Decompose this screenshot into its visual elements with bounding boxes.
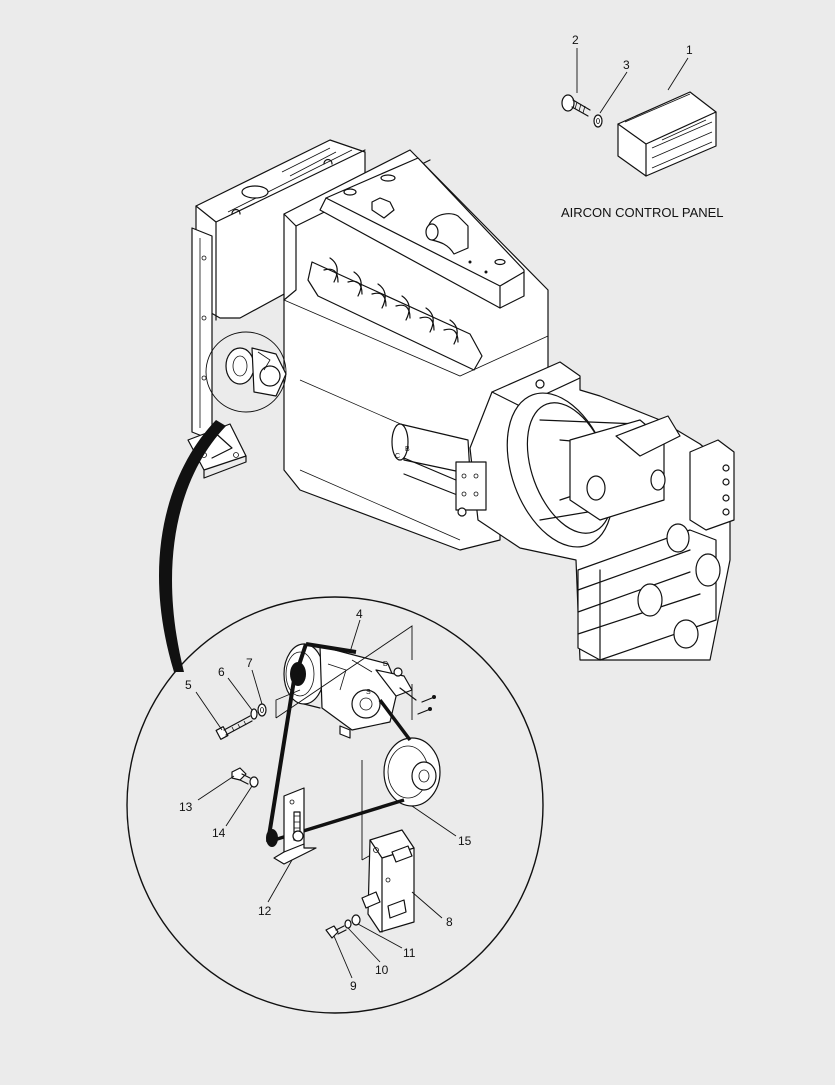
callout-2: 2	[572, 33, 579, 47]
washer-part-7	[257, 703, 267, 717]
terminal-b-label: B	[405, 446, 410, 453]
callout-5: 5	[185, 678, 192, 692]
callout-9: 9	[350, 979, 357, 993]
bolt-part-9	[325, 925, 347, 939]
callout-12: 12	[258, 904, 272, 918]
bolt-part-5	[215, 715, 253, 740]
bracket-part-12	[273, 787, 317, 865]
port-d-label: D	[383, 661, 388, 668]
callout-3: 3	[623, 58, 630, 72]
exhaust-manifold	[307, 257, 483, 371]
callout-14: 14	[212, 826, 226, 840]
detail-leader	[159, 420, 226, 672]
washer-part-6	[250, 708, 258, 720]
callout-7: 7	[246, 656, 253, 670]
port-s-label: S	[366, 689, 371, 696]
callout-15: 15	[458, 834, 472, 848]
plate-part-8	[361, 829, 415, 933]
callout-11: 11	[403, 946, 416, 960]
crank-pulley	[383, 737, 441, 807]
washer-part-10	[344, 919, 352, 929]
callout-8: 8	[446, 915, 453, 929]
compressor-location-circle	[205, 331, 287, 413]
transmission	[391, 361, 735, 661]
callout-1: 1	[686, 43, 693, 57]
callout-13: 13	[179, 800, 193, 814]
callout-labels: 1 2 3 4 5 6 7 8 9 10 11 12 13 14 15	[179, 33, 693, 993]
terminal-c-label: C	[395, 453, 400, 460]
callout-10: 10	[375, 963, 389, 977]
washer-part-3	[593, 114, 603, 128]
callout-6: 6	[218, 665, 225, 679]
screw-part-2	[561, 94, 591, 117]
washer-part-14	[249, 776, 259, 788]
aircon-panel-caption: AIRCON CONTROL PANEL	[561, 205, 724, 220]
callout-4: 4	[356, 607, 363, 621]
washer-part-11	[351, 914, 361, 926]
aircon-control-panel	[561, 91, 717, 177]
detail-circle	[126, 596, 544, 1014]
bolt-part-13	[231, 767, 251, 785]
